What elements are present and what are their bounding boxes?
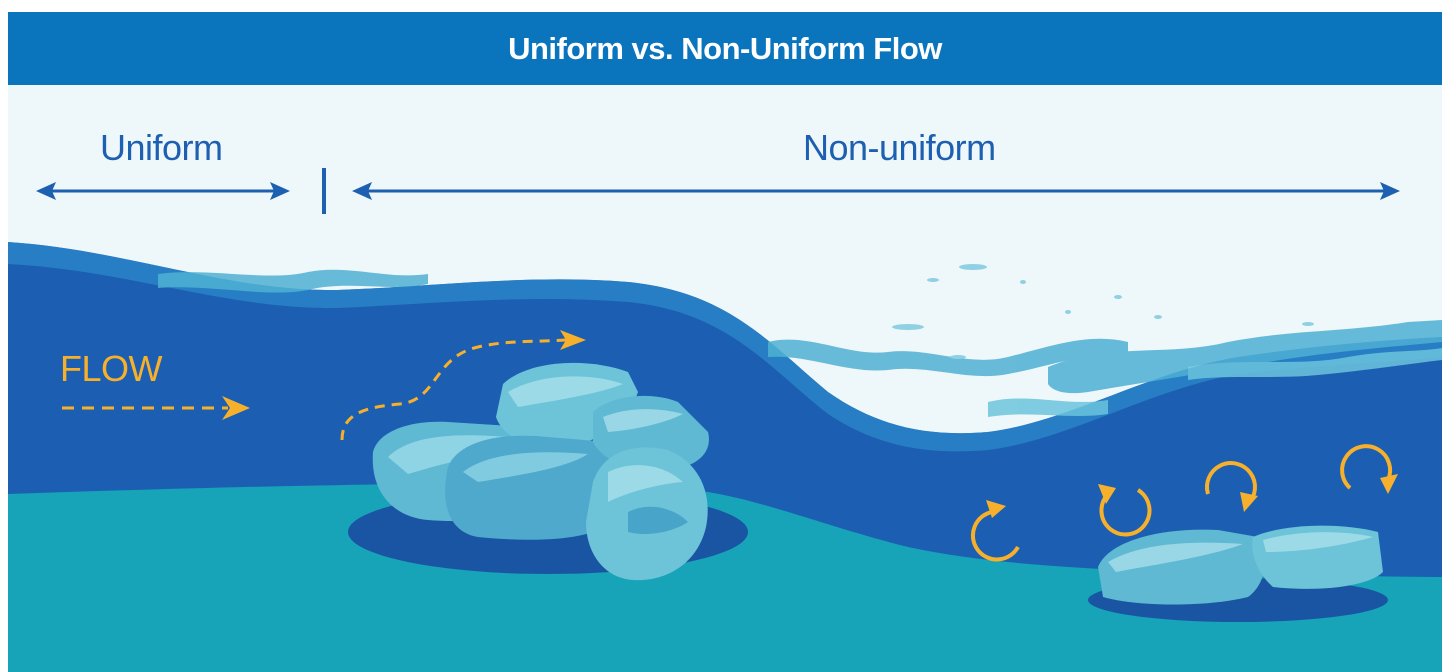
water-surface-band	[8, 242, 1442, 452]
eddy-arrows	[970, 444, 1398, 562]
uniform-label: Uniform	[100, 127, 223, 168]
flow-arrow-main	[62, 396, 250, 420]
flow-scene	[8, 168, 1442, 672]
double-arrow-icon	[36, 182, 56, 200]
flow-arrow-over-rocks	[340, 330, 586, 441]
rock-pile-right	[1088, 525, 1388, 622]
eddy-arrow-icon	[1340, 444, 1398, 494]
non-uniform-dimension-arrow	[352, 182, 1400, 200]
rock-pile-left	[348, 362, 748, 581]
spray-droplets	[892, 264, 1314, 359]
water-body	[8, 242, 1442, 577]
page-title: Uniform vs. Non-Uniform Flow	[508, 30, 942, 66]
title-bar: Uniform vs. Non-Uniform Flow	[8, 12, 1442, 85]
flow-arrow-icon	[222, 396, 250, 420]
flow-arrow-icon	[560, 330, 586, 350]
turbulent-surface	[158, 269, 1442, 417]
non-uniform-label: Non-uniform	[803, 127, 996, 168]
diagram-frame: Uniform vs. Non-Uniform Flow Uniform Non…	[8, 12, 1442, 672]
eddy-arrow-icon	[1098, 484, 1152, 537]
uniform-dimension-arrow	[36, 182, 290, 200]
double-arrow-icon	[352, 182, 372, 200]
eddy-arrow-icon	[970, 500, 1020, 562]
flow-label: FLOW	[60, 348, 163, 389]
eddy-arrow-icon	[1205, 461, 1258, 512]
